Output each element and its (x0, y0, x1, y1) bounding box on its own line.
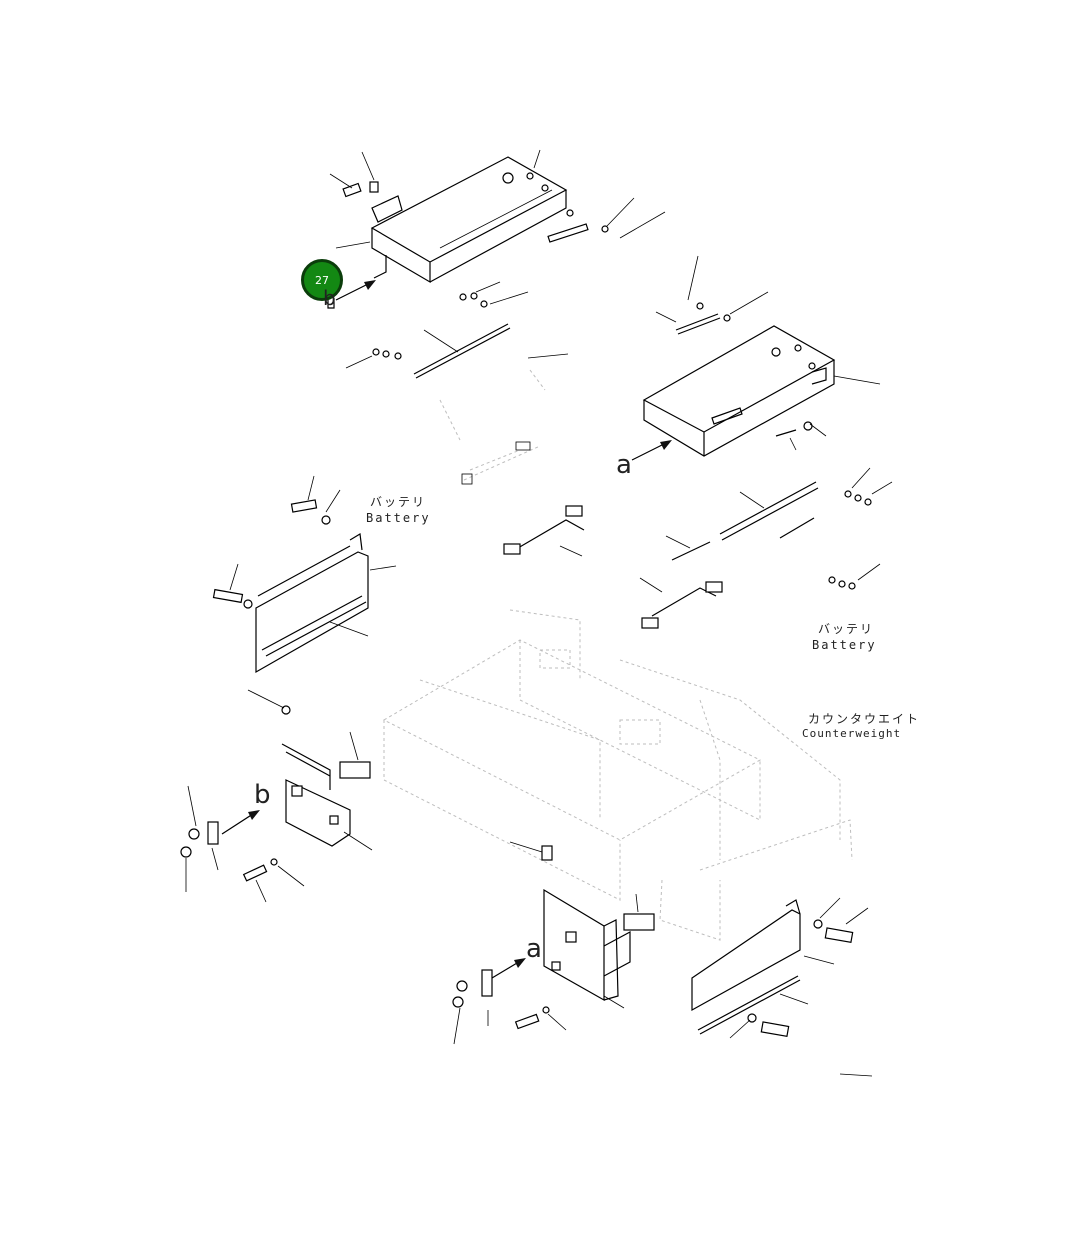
left-holddown-bracket (212, 475, 397, 674)
revolving-frame-phantom (382, 609, 853, 941)
view-letter-a-mid: a (616, 450, 632, 480)
view-letter-b-left: b (254, 780, 271, 810)
view-letter-b-top: b (323, 286, 336, 310)
center-bolt (509, 841, 553, 861)
upper-cover-panel (370, 156, 568, 284)
battery-label-jp-1: バッテリ (370, 495, 427, 509)
lower-battery-case (543, 888, 655, 1009)
right-cover-panel (642, 255, 881, 457)
battery-wiring (439, 399, 541, 485)
arrow-to-right-panel (631, 440, 672, 461)
counterweight-label-jp: カウンタウエイト (808, 712, 921, 726)
battery-label-en-1: Battery (366, 511, 431, 525)
arrow-to-lower-case (452, 958, 567, 1045)
arrow-to-left-bracket (180, 785, 305, 903)
part-callout-27[interactable]: 27 (301, 259, 343, 301)
right-panel-pin (775, 421, 827, 451)
left-lower-bracket (247, 689, 373, 851)
battery-label-jp-2: バッテリ (818, 622, 875, 636)
right-rods (665, 467, 893, 590)
upper-rod (345, 323, 569, 391)
battery-strap-center (503, 505, 585, 557)
battery-strap-right (639, 577, 723, 629)
arrow-to-cover (327, 280, 376, 309)
callout-number: 27 (315, 273, 329, 287)
upper-cover-hardware (329, 149, 666, 308)
right-lower-holddown (691, 897, 873, 1077)
counterweight-label-en: Counterweight (802, 727, 902, 740)
view-letter-a-bottom: a (526, 934, 542, 964)
battery-label-en-2: Battery (812, 638, 877, 652)
